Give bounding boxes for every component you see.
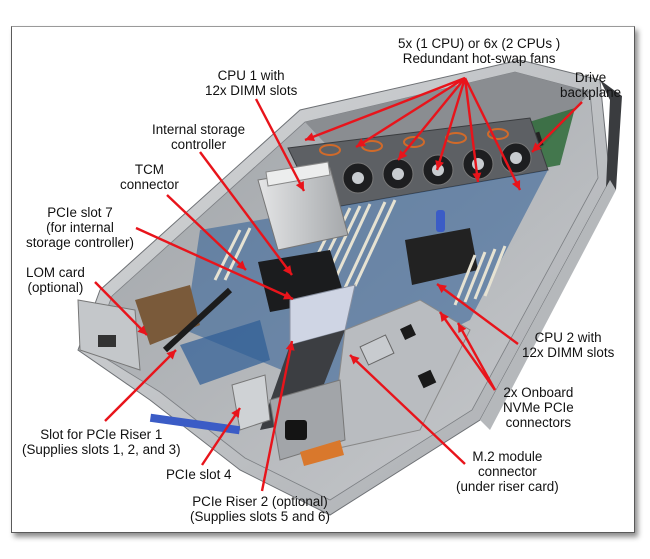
arrowhead-m2-connector bbox=[350, 355, 360, 365]
callout-pcie-riser-1-slot: Slot for PCIe Riser 1 (Supplies slots 1,… bbox=[22, 427, 181, 457]
arrow-nvme-connectors bbox=[439, 311, 496, 391]
arrow-drive-backplane bbox=[531, 101, 583, 153]
arrow-lom-card bbox=[94, 281, 148, 336]
arrow-fans-2 bbox=[355, 76, 466, 149]
callout-cpu2: CPU 2 with 12x DIMM slots bbox=[522, 330, 615, 360]
power-connector bbox=[285, 420, 307, 440]
callout-tcm-connector: TCM connector bbox=[120, 162, 179, 192]
arrow-cpu1 bbox=[254, 98, 306, 192]
riser-1-slot bbox=[162, 287, 233, 353]
arrowhead-fans-5 bbox=[472, 172, 482, 182]
arrow-fans-6 bbox=[463, 77, 522, 191]
motherboard bbox=[185, 161, 548, 390]
arrow-tcm-connector bbox=[166, 194, 247, 271]
arrowhead-fans-3 bbox=[398, 150, 408, 160]
callout-pcie-slot-7: PCIe slot 7 (for internal storage contro… bbox=[26, 205, 134, 250]
arrowhead-nvme-connectors bbox=[440, 312, 449, 322]
callout-internal-storage-controller: Internal storage controller bbox=[152, 122, 246, 152]
arrowhead-drive-backplane bbox=[532, 142, 542, 152]
arrow-m2-connector bbox=[349, 354, 466, 465]
blue-touchpoint bbox=[436, 210, 445, 232]
arrowhead-lom-card bbox=[137, 325, 147, 335]
arrow-fans bbox=[304, 76, 466, 142]
arrowhead-fans-6 bbox=[511, 179, 521, 190]
arrow-pcie-slot-4 bbox=[201, 407, 241, 466]
callout-nvme-connectors: 2x Onboard NVMe PCIe connectors bbox=[503, 385, 574, 430]
arrowhead-pcie-slot-7 bbox=[282, 291, 293, 300]
arrowhead-fans-4 bbox=[435, 160, 444, 170]
arrow-pcie-slot-7 bbox=[135, 226, 294, 301]
arrowhead-pcie-riser-2 bbox=[285, 341, 295, 351]
arrow-fans-3 bbox=[397, 77, 466, 161]
arrowhead-cpu1 bbox=[295, 180, 304, 191]
arrowhead-fans bbox=[305, 132, 316, 141]
cpu1-heatsink bbox=[257, 161, 349, 251]
callout-pcie-riser-2: PCIe Riser 2 (optional) (Supplies slots … bbox=[190, 494, 330, 524]
callout-lom-card: LOM card (optional) bbox=[26, 265, 85, 295]
dimm-slots-cpu2 bbox=[453, 245, 507, 306]
arrowhead-pcie-riser-1-slot bbox=[166, 350, 176, 360]
rear-io-area bbox=[77, 285, 346, 466]
arrow-internal-storage-controller bbox=[199, 151, 293, 276]
callout-drive-backplane: Drive backplane bbox=[560, 70, 622, 100]
callout-cpu1: CPU 1 with 12x DIMM slots bbox=[205, 68, 298, 98]
arrow-pcie-riser-2 bbox=[260, 340, 294, 492]
callout-arrows bbox=[94, 76, 583, 492]
lom-port bbox=[98, 335, 116, 347]
callout-m2-connector: M.2 module connector (under riser card) bbox=[456, 449, 559, 494]
arrow-pcie-riser-1-slot bbox=[104, 349, 177, 422]
arrowhead-pcie-slot-4 bbox=[231, 408, 240, 418]
arrowhead-fans-2 bbox=[356, 138, 367, 147]
arrowhead-internal-storage-controller bbox=[283, 265, 292, 275]
arrowhead-tcm-connector bbox=[236, 260, 246, 270]
arrow-nvme-connectors-2 bbox=[456, 322, 497, 391]
cpu2-air-baffle bbox=[405, 228, 478, 285]
callout-pcie-slot-4: PCIe slot 4 bbox=[166, 467, 232, 482]
arrow-fans-5 bbox=[463, 77, 480, 183]
callout-fans: 5x (1 CPU) or 6x (2 CPUs ) Redundant hot… bbox=[398, 36, 561, 66]
arrow-fans-4 bbox=[435, 77, 467, 171]
arrow-cpu2 bbox=[436, 283, 519, 345]
arrowhead-cpu2 bbox=[437, 284, 447, 293]
arrowhead-nvme-connectors-2 bbox=[458, 323, 467, 334]
